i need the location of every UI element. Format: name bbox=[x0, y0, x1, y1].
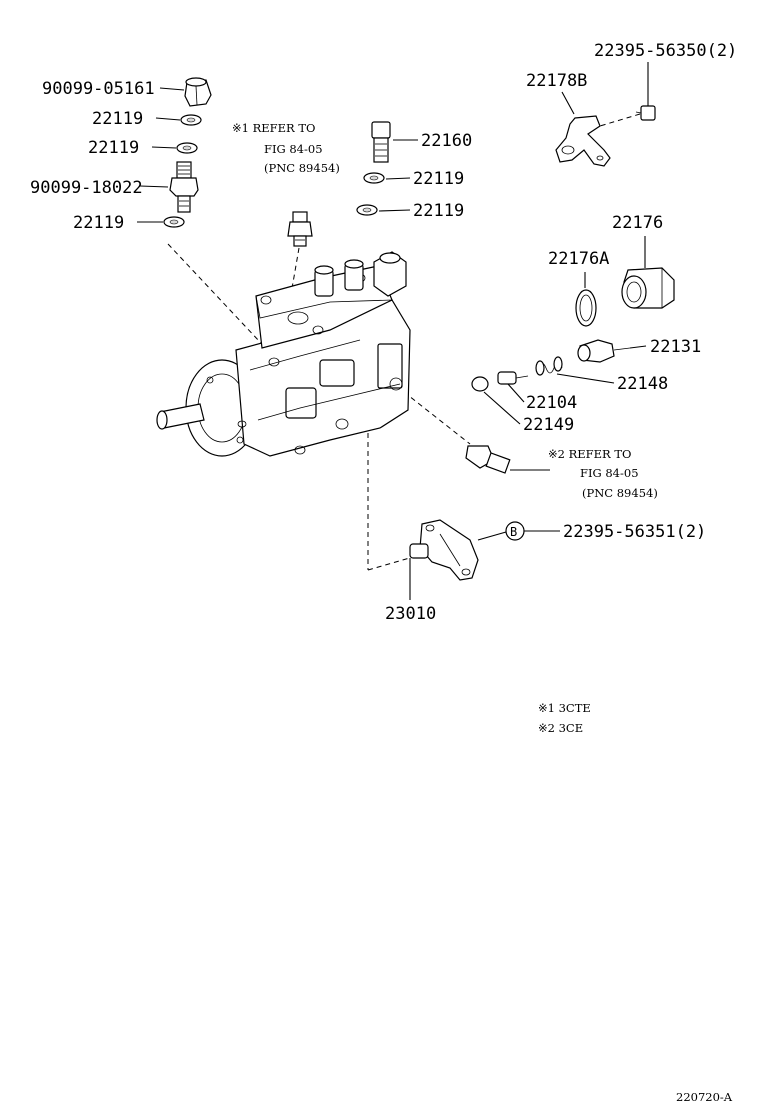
part-label-22119-d[interactable]: 22119 bbox=[413, 169, 464, 189]
delivery-valve-holder-part[interactable] bbox=[371, 121, 391, 163]
washer-part[interactable] bbox=[180, 114, 202, 126]
washer-part[interactable] bbox=[363, 172, 385, 184]
washer-part[interactable] bbox=[356, 204, 378, 216]
sensor-assembly-part[interactable] bbox=[409, 519, 479, 581]
timing-sensor-part[interactable] bbox=[465, 445, 511, 474]
part-label-22160[interactable]: 22160 bbox=[421, 131, 472, 151]
leader-line bbox=[507, 383, 525, 403]
callout-b-letter: B bbox=[510, 525, 517, 539]
adjusting-lever-part[interactable] bbox=[555, 115, 611, 167]
leader-line bbox=[477, 531, 507, 541]
figure-id: 220720-A bbox=[676, 1090, 733, 1104]
part-label-22119-c[interactable]: 22119 bbox=[73, 213, 124, 233]
ball-part[interactable] bbox=[471, 376, 489, 392]
washer-part[interactable] bbox=[163, 216, 185, 228]
leader-line bbox=[561, 91, 575, 115]
assembly-dashed-line bbox=[167, 243, 276, 359]
legend-item-1: ※1 3CTE bbox=[538, 701, 591, 715]
washer-part[interactable] bbox=[176, 142, 198, 154]
part-label-90099-18022[interactable]: 90099-18022 bbox=[30, 178, 143, 198]
ref-note-1-line3: (PNC 89454) bbox=[264, 161, 340, 175]
leader-line bbox=[385, 177, 411, 180]
leader-line bbox=[483, 391, 521, 425]
part-label-22119-b[interactable]: 22119 bbox=[88, 138, 139, 158]
spring-part[interactable] bbox=[535, 356, 563, 376]
ref-note-2-line2: FIG 84-05 bbox=[580, 466, 639, 480]
part-label-23010[interactable]: 23010 bbox=[385, 604, 436, 624]
part-label-22119-e[interactable]: 22119 bbox=[413, 201, 464, 221]
part-label-22178B[interactable]: 22178B bbox=[526, 71, 587, 91]
ref-note-1-line1: ※1 REFER TO bbox=[232, 121, 315, 135]
assembly-dashed-line bbox=[599, 113, 641, 127]
leader-line bbox=[139, 185, 169, 188]
part-label-90099-05161[interactable]: 90099-05161 bbox=[42, 79, 155, 99]
assembly-dashed-line bbox=[403, 391, 471, 445]
o-ring-part[interactable] bbox=[575, 289, 597, 327]
callout-b-marker[interactable]: B bbox=[505, 521, 525, 541]
injection-pump-body[interactable] bbox=[156, 251, 411, 457]
part-label-22149[interactable]: 22149 bbox=[523, 415, 574, 435]
leader-line bbox=[155, 117, 181, 121]
ref-note-2-line3: (PNC 89454) bbox=[582, 486, 658, 500]
part-label-22395-56350[interactable]: 22395-56350(2) bbox=[594, 41, 737, 61]
part-label-22176[interactable]: 22176 bbox=[612, 213, 663, 233]
part-label-22148[interactable]: 22148 bbox=[617, 374, 668, 394]
part-label-22104[interactable]: 22104 bbox=[526, 393, 577, 413]
piston-part[interactable] bbox=[497, 371, 529, 385]
ref-note-1-line2: FIG 84-05 bbox=[264, 142, 323, 156]
hex-plug-part[interactable] bbox=[621, 267, 675, 309]
part-label-22119-a[interactable]: 22119 bbox=[92, 109, 143, 129]
leader-line bbox=[151, 146, 177, 149]
part-label-22131[interactable]: 22131 bbox=[650, 337, 701, 357]
part-label-22176A[interactable]: 22176A bbox=[548, 249, 609, 269]
lever-screw-part[interactable] bbox=[635, 105, 656, 121]
leader-line bbox=[629, 345, 647, 349]
part-label-22395-56351[interactable]: 22395-56351(2) bbox=[563, 522, 706, 542]
valve-part[interactable] bbox=[577, 339, 631, 363]
legend-item-2: ※2 3CE bbox=[538, 721, 583, 735]
ref-note-2-line1: ※2 REFER TO bbox=[548, 447, 631, 461]
fuel-cut-sensor-part[interactable] bbox=[287, 211, 313, 247]
leader-line bbox=[159, 87, 185, 91]
leader-line bbox=[378, 209, 411, 212]
leader-line bbox=[556, 373, 615, 384]
union-bolt-part[interactable] bbox=[169, 161, 199, 213]
cap-nut-part[interactable] bbox=[184, 77, 212, 107]
